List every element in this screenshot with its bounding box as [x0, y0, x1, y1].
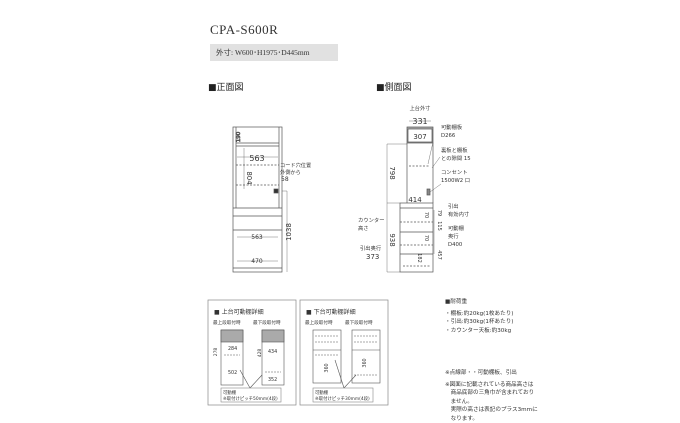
notes: ■耐荷重 ・棚板:約20kg(1枚あたり) ・引出:約30kg(1杯あたり) ・… — [445, 298, 538, 423]
lower-shelf-label-2: 奥行 — [448, 232, 459, 240]
cord-note-3: 58 — [281, 176, 289, 183]
dotted-note: ※点線部・・可動棚板、引出 — [445, 369, 538, 378]
dim-307: 307 — [413, 133, 426, 141]
top-outer-label: 上台外寸 — [410, 104, 431, 112]
lower-shelf-label-1: 可動棚 — [448, 224, 464, 232]
dim-434: 434 — [268, 349, 277, 355]
dim-190: 190 — [236, 131, 242, 142]
detail-upper-note-2: ※取付けピッチ50mm(4段) — [223, 395, 278, 402]
dim-1038: 1038 — [285, 223, 293, 241]
dim-938: 938 — [388, 233, 396, 246]
drawer-label-2: 有効内寸 — [448, 210, 470, 218]
dim-331: 331 — [412, 117, 427, 126]
load-drawer: ・引出:約30kg(1杯あたり) — [445, 318, 538, 327]
dim-182: 182 — [416, 253, 422, 263]
detail-lower-note-1: 可動棚 — [315, 389, 329, 396]
dim-360b: 360 — [362, 358, 368, 367]
dim-563-lower: 563 — [251, 234, 263, 241]
dim-470: 470 — [251, 258, 263, 265]
dim-563-upper: 563 — [249, 154, 264, 163]
counter-label-2: 高さ — [358, 224, 369, 232]
dim-352: 352 — [268, 377, 277, 383]
detail-upper-heading: ■ 上台可動棚詳細 — [214, 308, 264, 316]
height-note-2: 商品底部の三角巾が含まれており — [445, 389, 538, 398]
detail-lower-note-2: ※取付けピッチ30mm(4段) — [315, 395, 370, 402]
outlet-label-2: 1500W2 口 — [441, 177, 470, 184]
detail-lower-heading: ■ 下台可動棚詳細 — [306, 308, 356, 316]
load-heading: ■耐荷重 — [445, 298, 538, 307]
detail-lower-col2: 最下段取付時 — [345, 319, 373, 326]
outlet-label-1: コンセント — [441, 169, 468, 176]
height-note-4: 実際の高さは表記のプラス3mmに — [445, 406, 538, 415]
height-note-3: ません。 — [445, 398, 538, 407]
dim-804: 804 — [245, 171, 253, 185]
dim-457: 457 — [436, 250, 442, 260]
dim-115: 115 — [436, 221, 442, 231]
dim-798: 798 — [388, 166, 396, 179]
dim-428: 428 — [257, 349, 263, 358]
drawer-label-1: 引出 — [448, 202, 459, 210]
dim-360a: 360 — [324, 363, 330, 372]
dim-373: 373 — [366, 253, 379, 261]
load-shelf: ・棚板:約20kg(1枚あたり) — [445, 310, 538, 319]
shelf-label-1: 可動棚板 — [441, 123, 463, 131]
dim-70a: 70 — [423, 212, 429, 218]
dim-70b: 70 — [423, 235, 429, 241]
draw-depth-label: 引出奥行 — [360, 244, 382, 252]
dim-414: 414 — [408, 196, 422, 204]
cord-note-2: 外側から — [280, 168, 301, 176]
gap-label-1: 裏板と棚板 — [441, 146, 468, 154]
detail-upper-col2: 最下段取付時 — [253, 319, 281, 326]
dim-502: 502 — [228, 370, 237, 376]
load-counter: ・カウンター天板:約30kg — [445, 327, 538, 336]
dim-284: 284 — [228, 346, 237, 352]
detail-upper-col1: 最上段取付時 — [213, 319, 241, 326]
detail-lower-col1: 最上段取付時 — [305, 319, 333, 326]
cord-note-1: コード穴位置 — [280, 161, 311, 169]
dim-79: 79 — [436, 210, 442, 216]
front-view-drawing — [233, 127, 287, 272]
counter-label-1: カウンター — [358, 216, 385, 224]
height-note-1: ※図面に記載されている商品高さは — [445, 381, 538, 390]
height-note-5: なります。 — [445, 415, 538, 423]
lower-shelf-label-3: D400 — [448, 242, 463, 248]
gap-label-2: との隙間 15 — [441, 154, 471, 162]
detail-upper-note-1: 可動棚 — [223, 389, 237, 396]
dim-278: 278 — [213, 348, 219, 357]
shelf-label-2: D266 — [441, 133, 456, 139]
